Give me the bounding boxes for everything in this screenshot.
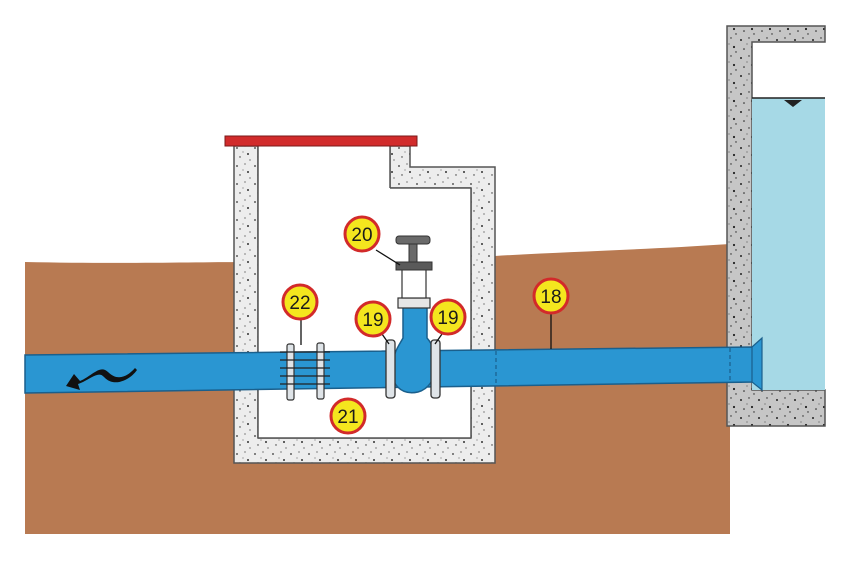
callout-18: 18 [532, 277, 570, 315]
valve-bonnet [397, 297, 431, 309]
curved-arrow-icon [66, 368, 137, 390]
pipe-inlet-flare [751, 336, 763, 392]
callout-22: 22 [281, 283, 319, 321]
callout-20-label: 20 [351, 225, 372, 246]
handwheel-icon [395, 235, 431, 245]
callout-22-label: 22 [289, 293, 310, 314]
reservoir-water [752, 98, 825, 390]
chamber-lid [224, 135, 418, 147]
valve-yoke [395, 261, 433, 271]
callout-21-label: 21 [337, 407, 358, 428]
leader-20 [375, 249, 401, 266]
gate-valve [385, 235, 441, 399]
reservoir-tank [726, 25, 826, 427]
joint-flange-left [286, 343, 295, 401]
valve-stem-housing [401, 267, 427, 299]
callout-18-label: 18 [540, 287, 561, 308]
leader-19-left [381, 333, 390, 345]
callout-19-right-label: 19 [437, 308, 458, 329]
callout-21: 21 [329, 397, 367, 435]
callout-20: 20 [343, 215, 381, 253]
leader-lines [300, 249, 552, 349]
dismantling-joint [280, 342, 330, 401]
callout-19-left-label: 19 [362, 310, 383, 331]
valve-stem [408, 241, 418, 263]
valve-flange-left [385, 339, 396, 399]
water-surface-marker-icon [784, 100, 802, 107]
valve-flange-right [430, 339, 441, 399]
callout-19-left: 19 [354, 300, 392, 338]
leader-19-right [434, 333, 443, 345]
callout-19-right: 19 [429, 298, 467, 336]
joint-flange-right [316, 342, 325, 400]
